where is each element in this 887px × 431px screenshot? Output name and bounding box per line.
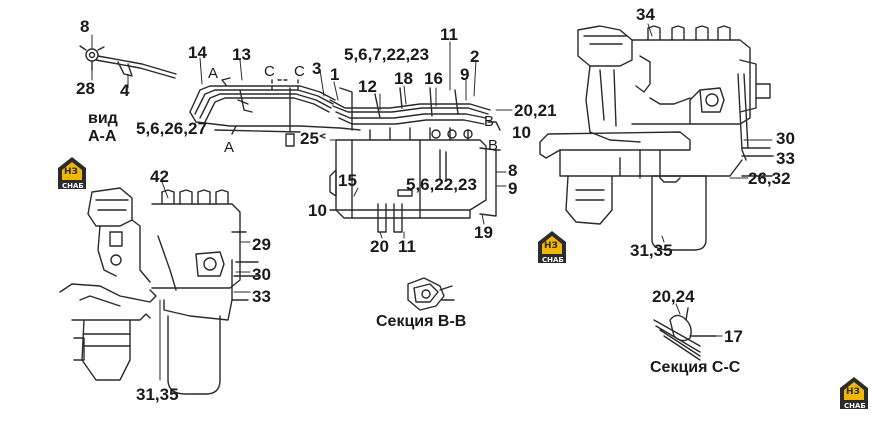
- section-cc-label: Секция С-С: [650, 359, 741, 376]
- callout-14: 14: [188, 43, 207, 62]
- callout-10-right: 10: [512, 123, 531, 142]
- callout-8-top: 8: [80, 17, 90, 36]
- logo-letters: НЗ: [64, 167, 78, 177]
- section-letter-a-bottom: A: [224, 139, 235, 156]
- callout-15: 15: [338, 171, 357, 190]
- callout-4: 4: [120, 81, 130, 100]
- callout-31-35-left: 31,35: [136, 385, 179, 404]
- callout-17: 17: [724, 327, 743, 346]
- logo-house-icon: [538, 231, 566, 263]
- section-bb-drawing: [407, 277, 455, 311]
- callout-30-left: 30: [252, 265, 271, 284]
- callout-12: 12: [358, 77, 377, 96]
- section-letter-c-left: C: [264, 63, 275, 80]
- callout-9-top: 9: [460, 65, 470, 84]
- section-letter-a-top: A: [208, 65, 219, 82]
- logo-letters: НЗ: [544, 241, 558, 251]
- callout-1: 1: [330, 65, 340, 84]
- callout-10-left: 10: [308, 201, 327, 220]
- callout-11-bottom: 11: [398, 237, 416, 256]
- callout-3: 3: [312, 59, 322, 78]
- logo-nz-snab-right: НЗ СНАБ: [836, 374, 872, 410]
- callout-30-right: 30: [776, 129, 795, 148]
- section-letter-b-bottom: B: [488, 137, 499, 154]
- callout-20: 20: [370, 237, 389, 256]
- section-bb-label: Секция В-В: [376, 313, 467, 330]
- callout-8-right: 8: [508, 161, 518, 180]
- callout-2: 2: [470, 47, 480, 66]
- logo-caption: СНАБ: [844, 402, 866, 410]
- callout-42: 42: [150, 167, 169, 186]
- section-letter-c-right: C: [294, 63, 305, 80]
- fuel-pump-left-view: [59, 187, 259, 395]
- callout-26-32: 26,32: [748, 169, 791, 188]
- callout-19: 19: [474, 223, 493, 242]
- logo-house-icon: [840, 377, 868, 409]
- callout-5-6-7-22-23: 5,6,7,22,23: [344, 45, 430, 64]
- callout-5-6-22-23: 5,6,22,23: [406, 175, 477, 194]
- view-aa-label: вид А-А: [88, 110, 118, 146]
- fuel-pump-body-center: [329, 127, 497, 233]
- callout-33-left: 33: [252, 287, 271, 306]
- leader-lines: [91, 23, 775, 381]
- fuel-line-assembly: [189, 77, 501, 151]
- callout-33-right: 33: [776, 149, 795, 168]
- logo-caption: СНАБ: [62, 182, 84, 190]
- logo-letters: НЗ: [846, 387, 860, 397]
- callout-20-21: 20,21: [514, 101, 557, 120]
- fuel-pump-right-view: [539, 25, 773, 251]
- callout-25: 25: [300, 129, 319, 148]
- callout-9-right: 9: [508, 179, 518, 198]
- callout-31-35-right: 31,35: [630, 241, 673, 260]
- callout-5-6-26-27: 5,6,26,27: [136, 119, 207, 138]
- injector-drawing: [79, 45, 177, 79]
- callout-28: 28: [76, 79, 95, 98]
- section-cc-drawing: [653, 307, 717, 361]
- callout-16: 16: [424, 69, 443, 88]
- logo-caption: СНАБ: [542, 256, 564, 264]
- callout-34: 34: [636, 5, 655, 24]
- callout-13: 13: [232, 45, 251, 64]
- section-letter-b-top: B: [484, 113, 495, 130]
- callout-20-24: 20,24: [652, 287, 695, 306]
- callout-11-top: 11: [440, 25, 458, 44]
- logo-nz-snab-center: НЗ СНАБ: [534, 228, 570, 264]
- logo-nz-snab-left: НЗ СНАБ: [54, 154, 90, 190]
- logo-house-icon: [58, 157, 86, 189]
- callout-29: 29: [252, 235, 271, 254]
- callout-18: 18: [394, 69, 413, 88]
